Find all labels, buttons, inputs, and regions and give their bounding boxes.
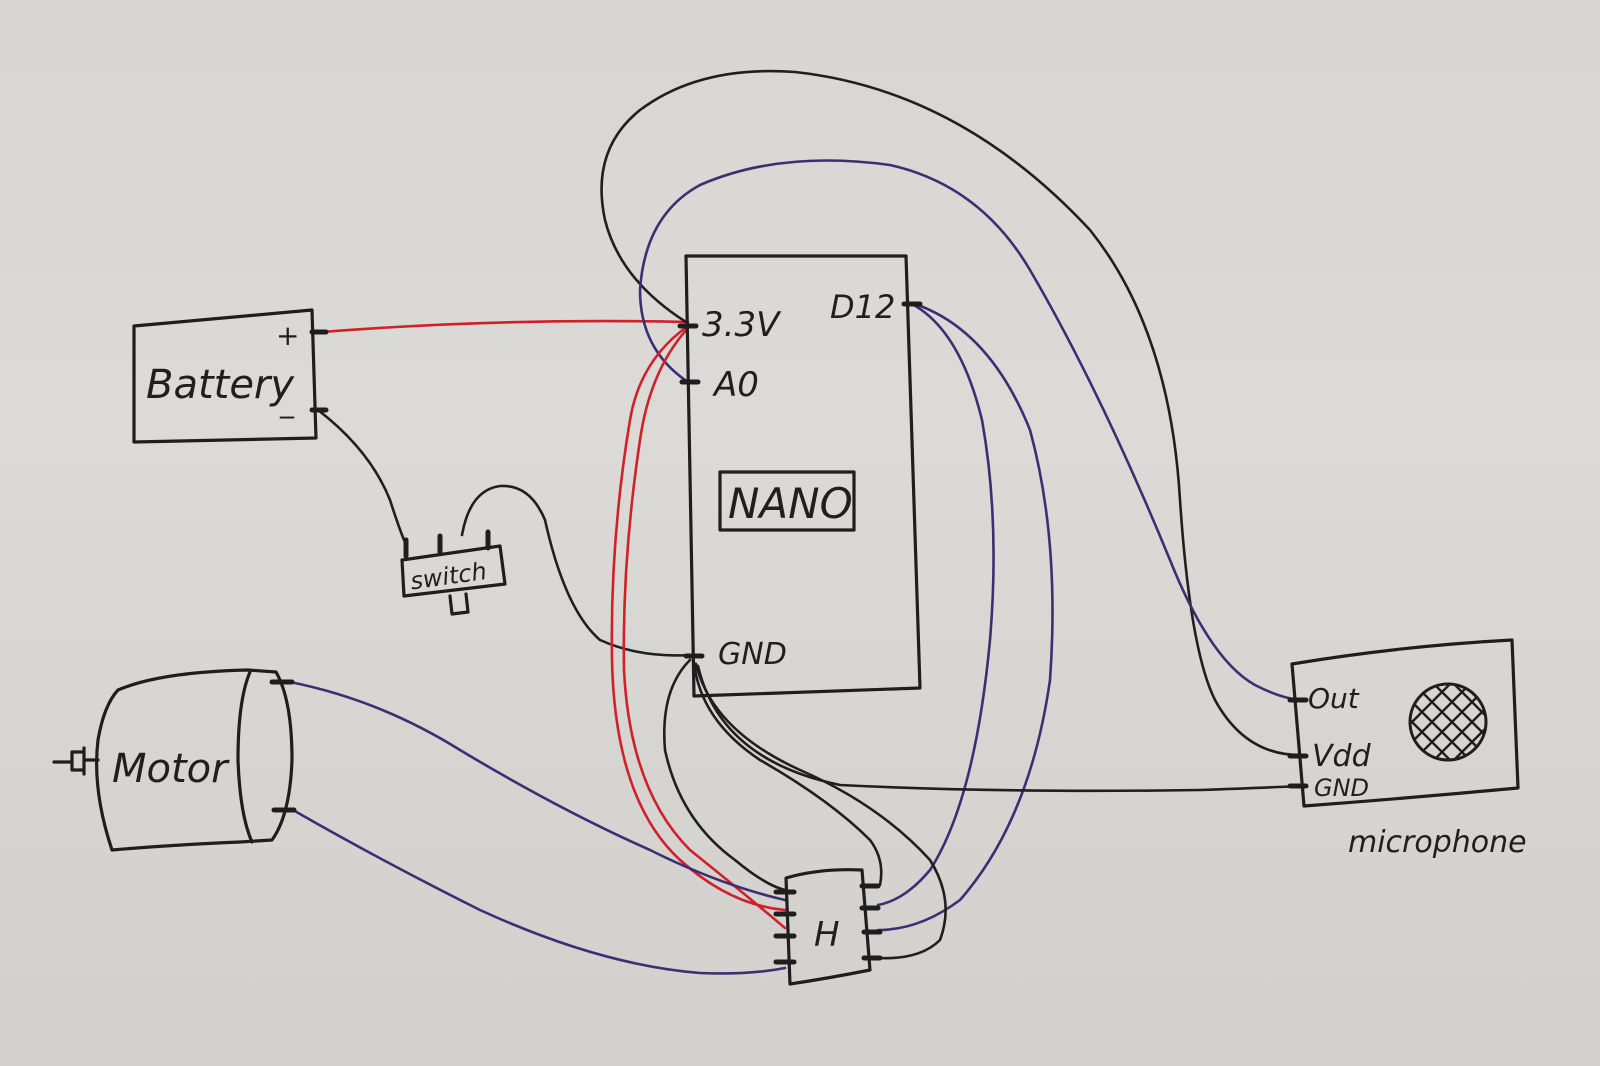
wire-gnd-to-hbridge-1: [663, 658, 787, 892]
wire-gnd-to-mic-gnd: [696, 664, 1302, 793]
nano-pin-d12-label: D12: [830, 288, 895, 326]
hbridge: H: [773, 868, 883, 986]
motor-shaft: [52, 746, 100, 776]
mic-pin-vdd-label: Vdd: [1312, 739, 1372, 774]
microphone-label: microphone: [1348, 825, 1527, 860]
mic-grille-icon: [1408, 682, 1488, 762]
nano-label-frame: [718, 470, 856, 532]
wire-a0-to-mic-out: [638, 159, 1302, 702]
battery-label: Battery: [146, 362, 295, 408]
wire-motor-to-hbridge-1: [288, 680, 787, 902]
motor-label: Motor: [112, 746, 230, 792]
nano-pin-3v3-label: 3.3V: [702, 305, 782, 345]
microphone: Out Vdd GND microphone: [1287, 638, 1527, 860]
nano-board: 3.3V A0 D12 GND NANO: [677, 254, 923, 698]
wire-d12-to-hbridge: [876, 302, 995, 907]
wire-d12-to-hbridge-2: [876, 302, 1054, 932]
wire-motor-to-hbridge-2: [291, 808, 787, 975]
battery-minus-label: _: [279, 386, 295, 419]
wire-battery-minus-to-switch: [316, 408, 406, 542]
battery: Battery + _: [132, 308, 329, 444]
switch-label: switch: [409, 557, 489, 595]
motor: Motor: [52, 668, 297, 852]
nano-pin-gnd-label: GND: [718, 637, 787, 672]
hbridge-label: H: [814, 915, 840, 955]
switch: switch: [400, 529, 507, 616]
wire-gnd-to-hbridge-3: [694, 662, 947, 960]
mic-pin-out-label: Out: [1308, 682, 1360, 715]
wire-3v3-to-hbridge-red-2: [622, 326, 787, 930]
wire-gnd-to-hbridge-2: [692, 660, 883, 887]
wire-3v3-to-mic-vdd: [600, 69, 1302, 757]
battery-plus-label: +: [276, 319, 299, 352]
wire-switch-to-gnd: [460, 484, 692, 657]
wire-battery-plus-to-3v3: [320, 319, 690, 334]
switch-lever: [448, 592, 470, 616]
nano-label: NANO: [728, 479, 853, 528]
nano-pin-a0-label: A0: [712, 365, 759, 405]
wire-3v3-to-hbridge-red-1: [610, 324, 787, 912]
mic-pin-gnd-label: GND: [1314, 774, 1369, 802]
